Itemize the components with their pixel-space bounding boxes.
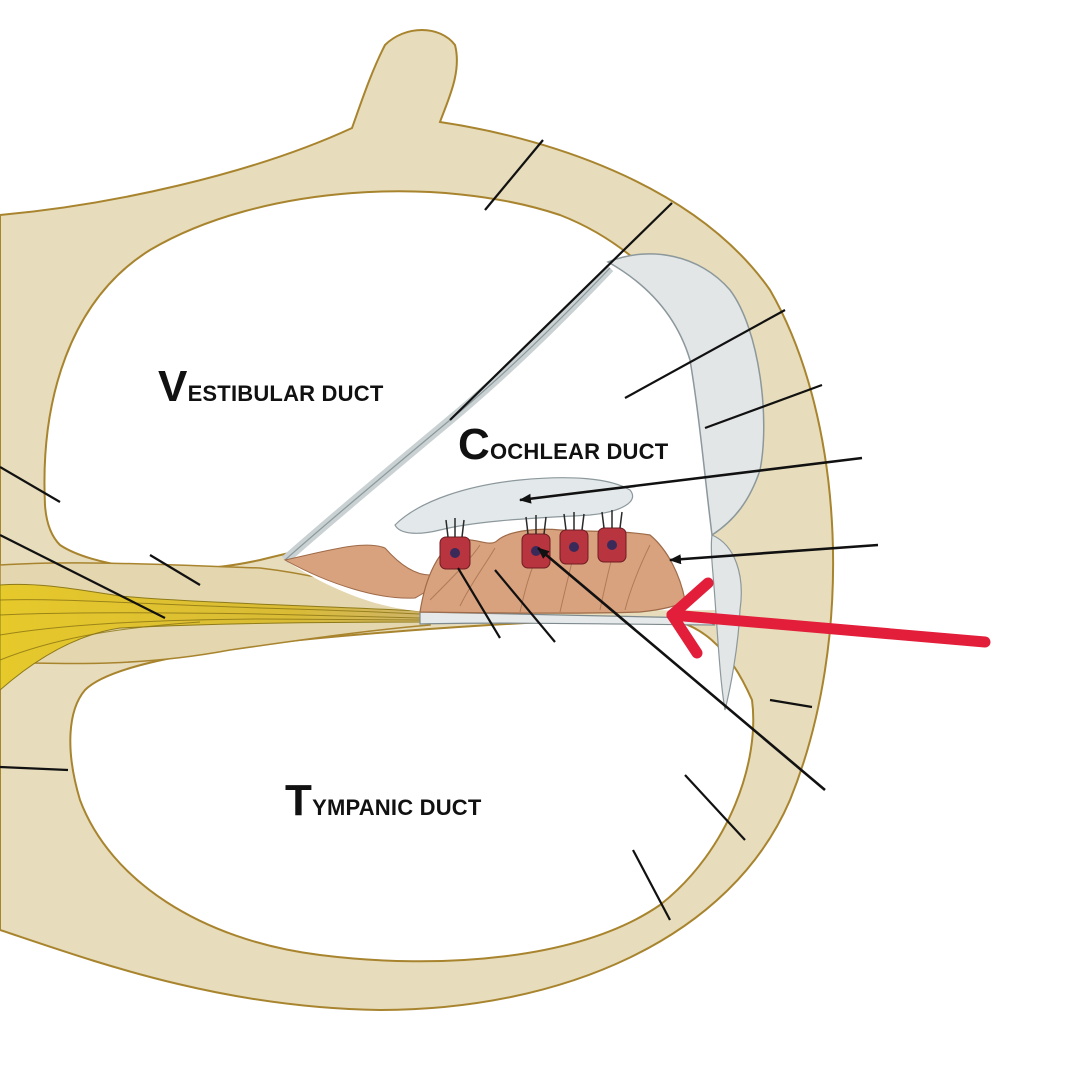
arrow-to-hair-cell bbox=[537, 547, 826, 791]
outer-hair-cell bbox=[521, 515, 551, 569]
leader-line bbox=[494, 569, 556, 643]
leader-line bbox=[684, 774, 746, 841]
arrow-to-organ-of-corti bbox=[669, 543, 879, 565]
leader-line bbox=[769, 698, 813, 709]
leader-line bbox=[704, 383, 823, 430]
arrow-to-tectorial-membrane bbox=[519, 456, 863, 504]
arrow-pointers bbox=[519, 456, 879, 791]
inner-hair-cell bbox=[439, 518, 471, 570]
leader-line bbox=[0, 466, 61, 503]
leader-line bbox=[0, 765, 69, 772]
leader-line bbox=[624, 309, 786, 399]
leader-line bbox=[457, 567, 501, 639]
tympanic-duct-rest: YMPANIC DUCT bbox=[312, 795, 482, 820]
cochlear-duct-rest: OCHLEAR DUCT bbox=[489, 439, 669, 464]
basilar-membrane bbox=[419, 611, 716, 626]
outer-hair-cell bbox=[559, 512, 589, 565]
nerve-fibers bbox=[0, 599, 421, 661]
tympanic-duct-label: TYMPANIC DUCT bbox=[285, 776, 482, 826]
leader-line bbox=[449, 202, 673, 421]
leader-line bbox=[632, 849, 671, 921]
tympanic-duct-cavity bbox=[69, 616, 755, 963]
highlight-arrow bbox=[666, 577, 991, 659]
leader-line bbox=[149, 554, 201, 586]
vestibular-duct-label: VESTIBULAR DUCT bbox=[158, 362, 383, 412]
outer-hair-cell bbox=[597, 510, 627, 563]
vestibular-duct-rest: ESTIBULAR DUCT bbox=[187, 381, 384, 406]
cochlear-duct-initial: C bbox=[458, 420, 490, 469]
vestibular-duct-initial: V bbox=[158, 362, 188, 411]
leader-line bbox=[0, 534, 166, 619]
cochlear-duct-label: COCHLEAR DUCT bbox=[458, 420, 668, 470]
leader-line bbox=[484, 139, 544, 211]
tympanic-duct-initial: T bbox=[285, 776, 313, 825]
leader-lines bbox=[0, 139, 823, 921]
stria-vascularis bbox=[606, 253, 765, 537]
